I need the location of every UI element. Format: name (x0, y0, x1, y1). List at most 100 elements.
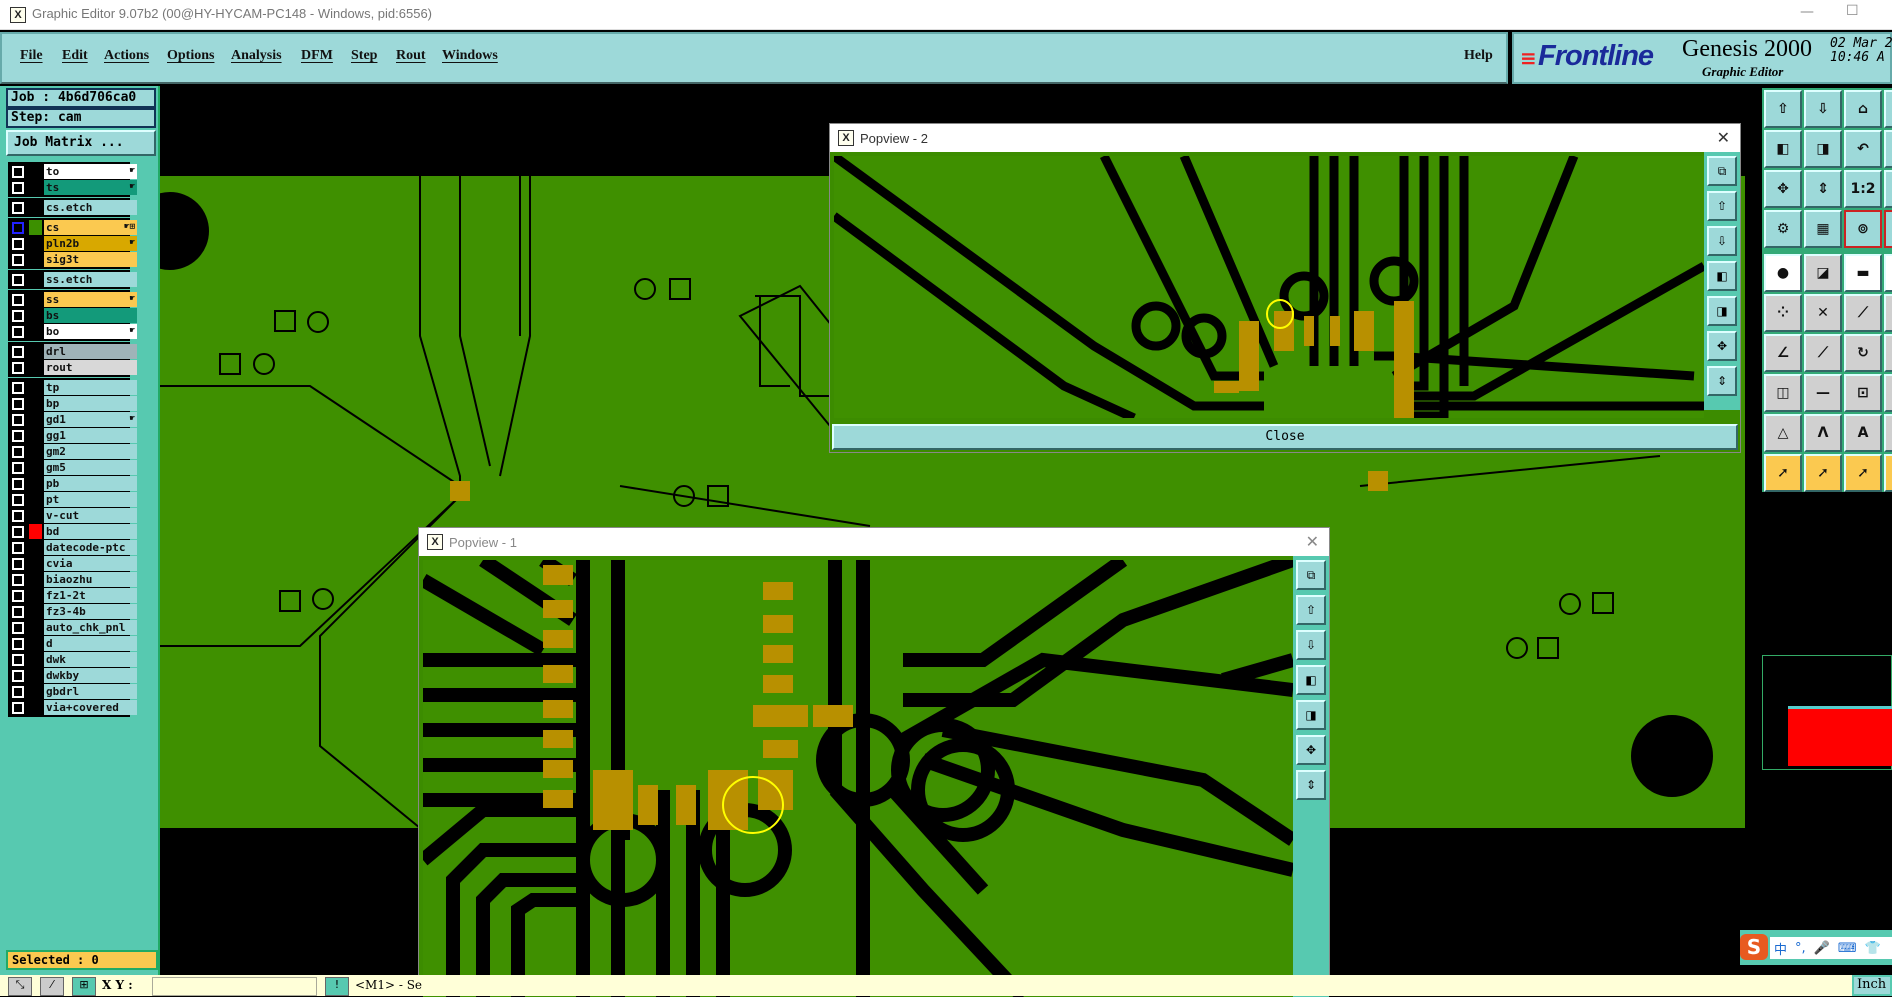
overview-panel[interactable] (1762, 655, 1892, 770)
layer-name[interactable]: ss☛ (44, 292, 137, 307)
layer-color-swatch[interactable] (29, 540, 42, 555)
tool-button-0-3[interactable]: ▯ (1884, 90, 1892, 128)
layer-row[interactable]: cvia (10, 556, 137, 571)
layer-checkbox[interactable] (12, 430, 24, 442)
layer-color-swatch[interactable] (29, 220, 42, 235)
layer-checkbox[interactable] (12, 398, 24, 410)
layer-row[interactable]: ss.etch (10, 272, 137, 287)
tool-button-5-0[interactable]: ⁘ (1764, 294, 1802, 332)
layer-checkbox[interactable] (12, 654, 24, 666)
pan-left-button[interactable]: ◧ (1296, 665, 1326, 695)
layer-color-swatch[interactable] (29, 272, 42, 287)
layer-row[interactable]: to☛ (10, 164, 137, 179)
layer-checkbox[interactable] (12, 166, 24, 178)
layer-color-swatch[interactable] (29, 308, 42, 323)
layer-row[interactable]: bs (10, 308, 137, 323)
layer-name[interactable]: to☛ (44, 164, 137, 179)
layer-name[interactable]: dwkby (44, 668, 137, 683)
layer-checkbox[interactable] (12, 638, 24, 650)
layer-checkbox[interactable] (12, 238, 24, 250)
tool-button-2-2[interactable]: 1:2 (1844, 170, 1882, 208)
zoom-out-button[interactable]: ⇕ (1707, 366, 1737, 396)
tool-button-0-0[interactable]: ⇧ (1764, 90, 1802, 128)
menu-step[interactable]: Step (351, 48, 378, 63)
layer-checkbox[interactable] (12, 462, 24, 474)
tool-button-4-1[interactable]: ◪ (1804, 254, 1842, 292)
zoom-in-button[interactable]: ✥ (1296, 735, 1326, 765)
layer-checkbox[interactable] (12, 346, 24, 358)
tool-button-8-2[interactable]: A (1844, 414, 1882, 452)
layer-name[interactable]: fz1-2t (44, 588, 137, 603)
menu-dfm[interactable]: DFM (301, 48, 333, 63)
tool-button-0-1[interactable]: ⇩ (1804, 90, 1842, 128)
tool-button-0-2[interactable]: ⌂ (1844, 90, 1882, 128)
zoom-in-button[interactable]: ✥ (1707, 331, 1737, 361)
menu-windows[interactable]: Windows (442, 48, 498, 63)
exclaim-button[interactable]: ! (325, 977, 349, 996)
layer-row[interactable]: dwk (10, 652, 137, 667)
layer-name[interactable]: v-cut (44, 508, 137, 523)
layer-row[interactable]: biaozhu (10, 572, 137, 587)
layer-checkbox[interactable] (12, 526, 24, 538)
microphone-icon[interactable]: 🎤 (1813, 940, 1830, 956)
layer-name[interactable]: gbdrl (44, 684, 137, 699)
layer-color-swatch[interactable] (29, 604, 42, 619)
pan-up-button[interactable]: ⇧ (1707, 191, 1737, 221)
layer-color-swatch[interactable] (29, 200, 42, 215)
layer-color-swatch[interactable] (29, 344, 42, 359)
layer-row[interactable]: dwkby (10, 668, 137, 683)
layer-checkbox[interactable] (12, 558, 24, 570)
layer-row[interactable]: bp (10, 396, 137, 411)
tool-button-4-2[interactable]: ▬ (1844, 254, 1882, 292)
maximize-button[interactable]: ☐ (1846, 3, 1859, 19)
ime-chinese-icon[interactable]: 中 (1774, 942, 1788, 958)
tool-button-3-2[interactable]: ⊚ (1844, 210, 1882, 248)
popview-fit-button[interactable]: ⧉ (1707, 156, 1737, 186)
tool-button-8-3[interactable]: ▯ (1884, 414, 1892, 452)
layer-row[interactable]: via+covered (10, 700, 137, 715)
layer-name[interactable]: pln2b☛ (44, 236, 137, 251)
zoom-out-button[interactable]: ⇕ (1296, 770, 1326, 800)
layer-color-swatch[interactable] (29, 684, 42, 699)
tool-button-1-2[interactable]: ↶ (1844, 130, 1882, 168)
layer-checkbox[interactable] (12, 574, 24, 586)
close-icon[interactable]: ✕ (1305, 532, 1319, 551)
layer-row[interactable]: fz3-4b (10, 604, 137, 619)
layer-checkbox[interactable] (12, 182, 24, 194)
layer-name[interactable]: dwk (44, 652, 137, 667)
xy-input[interactable] (152, 977, 317, 996)
tool-button-1-1[interactable]: ◨ (1804, 130, 1842, 168)
layer-row[interactable]: ts☛ (10, 180, 137, 195)
grid-icon[interactable]: ⊞ (72, 977, 96, 996)
layer-checkbox[interactable] (12, 494, 24, 506)
tool-button-5-3[interactable]: ▯ (1884, 294, 1892, 332)
layer-checkbox[interactable] (12, 202, 24, 214)
tool-button-8-0[interactable]: △ (1764, 414, 1802, 452)
layer-color-swatch[interactable] (29, 180, 42, 195)
layer-row[interactable]: sig3t (10, 252, 137, 267)
popview-fit-button[interactable]: ⧉ (1296, 560, 1326, 590)
layer-checkbox[interactable] (12, 606, 24, 618)
layer-row[interactable]: pln2b☛ (10, 236, 137, 251)
tool-button-2-0[interactable]: ✥ (1764, 170, 1802, 208)
layer-row[interactable]: auto_chk_pnl (10, 620, 137, 635)
pan-down-button[interactable]: ⇩ (1707, 226, 1737, 256)
tool-button-7-1[interactable]: — (1804, 374, 1842, 412)
layer-checkbox[interactable] (12, 622, 24, 634)
menu-file[interactable]: File (20, 48, 43, 63)
layer-checkbox[interactable] (12, 510, 24, 522)
popview-close-button[interactable]: Close (832, 424, 1738, 450)
tool-button-9-2[interactable]: ➚ (1844, 454, 1882, 492)
layer-name[interactable]: via+covered (44, 700, 137, 715)
layer-name[interactable]: bp (44, 396, 137, 411)
menu-options[interactable]: Options (167, 48, 215, 63)
layer-color-swatch[interactable] (29, 620, 42, 635)
menu-edit[interactable]: Edit (62, 48, 88, 63)
layer-checkbox[interactable] (12, 478, 24, 490)
layer-color-swatch[interactable] (29, 588, 42, 603)
tool-button-5-1[interactable]: ✕ (1804, 294, 1842, 332)
layer-checkbox[interactable] (12, 446, 24, 458)
keyboard-icon[interactable]: ⌨ (1837, 940, 1857, 956)
layer-row[interactable]: gm2 (10, 444, 137, 459)
layer-name[interactable]: ss.etch (44, 272, 137, 287)
